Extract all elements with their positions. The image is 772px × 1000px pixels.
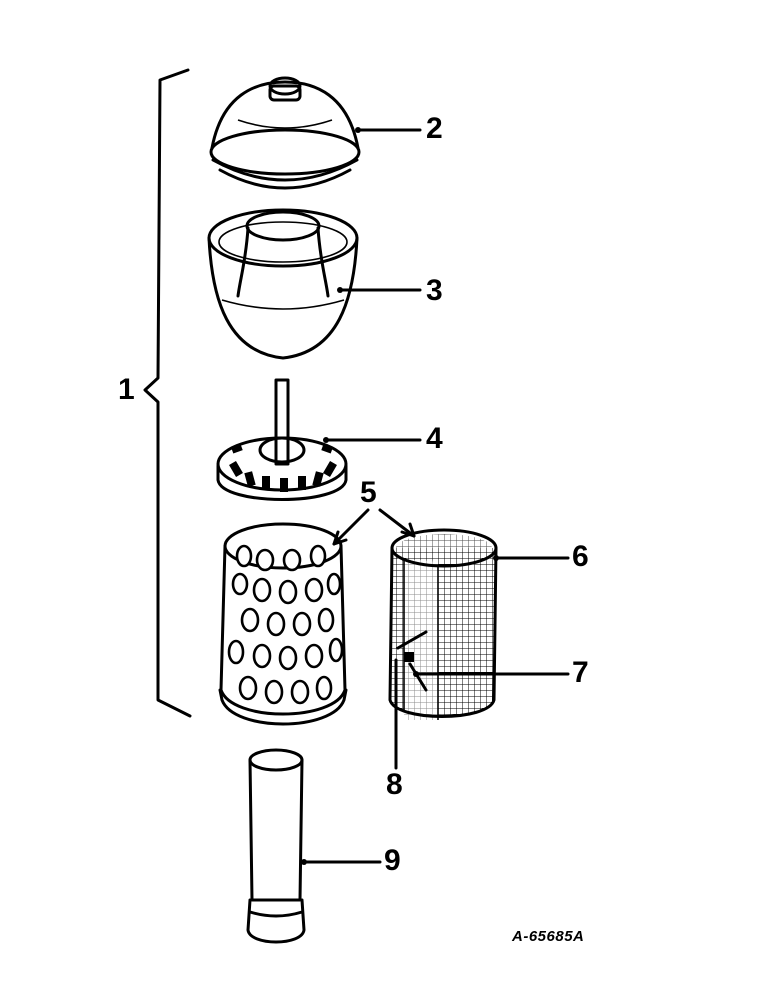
callout-4: 4 bbox=[426, 422, 443, 455]
callout-1: 1 bbox=[118, 373, 135, 406]
reference-code: A-65685A bbox=[512, 928, 585, 945]
leader-lines bbox=[301, 127, 570, 865]
baffle-assembly bbox=[216, 378, 348, 501]
bowl bbox=[207, 208, 359, 360]
perforation-holes bbox=[227, 544, 344, 705]
assembly-bracket bbox=[143, 68, 192, 718]
callout-8: 8 bbox=[386, 768, 403, 801]
screen bbox=[388, 528, 498, 720]
inner-tube bbox=[246, 748, 306, 944]
callout-7: 7 bbox=[572, 656, 589, 689]
perforated-element bbox=[218, 522, 348, 726]
callout-9: 9 bbox=[384, 844, 401, 877]
cover-lid bbox=[209, 76, 361, 190]
callout-3: 3 bbox=[426, 274, 443, 307]
callout-2: 2 bbox=[426, 112, 443, 145]
callout-6: 6 bbox=[572, 540, 589, 573]
screen-clip bbox=[396, 630, 428, 692]
callout-5: 5 bbox=[360, 476, 377, 509]
